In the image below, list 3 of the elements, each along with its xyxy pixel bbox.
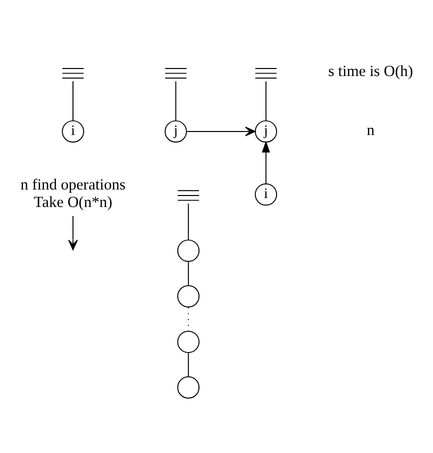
label: n — [366, 122, 375, 140]
label: s time is O(h) — [328, 63, 414, 80]
node-text: n find operations Take O(n*n) — [20, 176, 126, 211]
